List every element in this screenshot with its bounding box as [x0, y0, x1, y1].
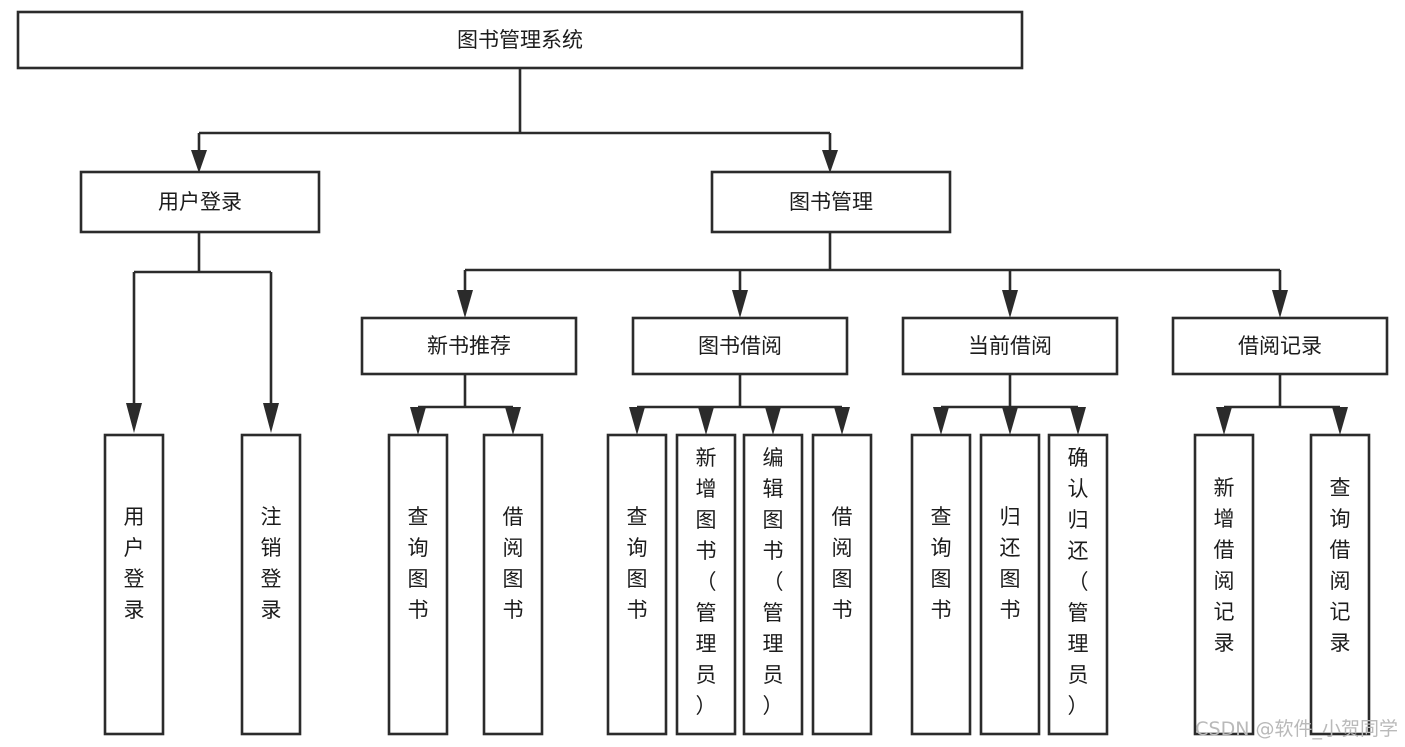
- node-user-login[interactable]: 用户登录: [79, 170, 321, 234]
- node-new-book-recommend[interactable]: 新书推荐: [360, 316, 578, 376]
- node-book-borrow-box[interactable]: [631, 316, 849, 376]
- leaf-add-record[interactable]: 新增借阅记录: [1193, 433, 1255, 736]
- leaf-add-record-box[interactable]: [1193, 433, 1255, 736]
- arrowhead-leaf-query-book-1: [410, 407, 426, 435]
- leaf-confirm-return-label: 确认归还（管理员）: [1068, 446, 1089, 718]
- node-book-manage-label: 图书管理: [789, 190, 873, 214]
- node-user-login-label: 用户登录: [158, 190, 242, 214]
- arrowhead-leaf-confirm-return: [1070, 407, 1086, 435]
- leaf-user-login-label: 用户登录: [124, 505, 145, 622]
- leaf-query-book-2[interactable]: 查询图书: [606, 433, 668, 736]
- connector-layer: [126, 68, 1348, 435]
- arrowhead-leaf-query-book-2: [629, 407, 645, 435]
- node-borrow-record-label: 借阅记录: [1238, 334, 1322, 358]
- node-root[interactable]: 图书管理系统: [16, 10, 1024, 70]
- node-book-borrow-label: 图书借阅: [698, 334, 782, 358]
- arrowhead-leaf-return-book: [1002, 407, 1018, 435]
- leaf-query-book-1-label: 查询图书: [408, 505, 429, 622]
- leaf-user-logout-label: 注销登录: [261, 505, 282, 622]
- leaf-edit-book-box[interactable]: [742, 433, 804, 736]
- node-user-login-box[interactable]: [79, 170, 321, 234]
- node-root-box[interactable]: [16, 10, 1024, 70]
- node-current-borrow-box[interactable]: [901, 316, 1119, 376]
- leaf-query-record[interactable]: 查询借阅记录: [1309, 433, 1371, 736]
- arrowhead-book-manage: [822, 150, 838, 173]
- arrowhead-current-borrow: [1002, 290, 1018, 318]
- leaf-borrow-book-2-box[interactable]: [811, 433, 873, 736]
- arrowhead-leaf-borrow-book-2: [834, 407, 850, 435]
- node-borrow-record[interactable]: 借阅记录: [1171, 316, 1389, 376]
- node-current-borrow-label: 当前借阅: [968, 334, 1052, 358]
- arrowhead-leaf-add-book: [698, 407, 714, 435]
- arrowhead-leaf-query-record: [1332, 407, 1348, 435]
- leaf-confirm-return[interactable]: 确认归还（管理员）: [1047, 433, 1109, 736]
- leaf-user-logout-box[interactable]: [240, 433, 302, 736]
- leaf-query-record-box[interactable]: [1309, 433, 1371, 736]
- leaf-borrow-book-1[interactable]: 借阅图书: [482, 433, 544, 736]
- arrowhead-borrow-record: [1272, 290, 1288, 318]
- leaf-edit-book[interactable]: 编辑图书（管理员）: [742, 433, 804, 736]
- csdn-watermark: CSDN @软件_小贺同学: [1195, 718, 1398, 740]
- leaf-add-book-box[interactable]: [675, 433, 737, 736]
- leaf-add-book[interactable]: 新增图书（管理员）: [675, 433, 737, 736]
- node-root-label: 图书管理系统: [457, 28, 583, 52]
- leaf-borrow-book-2-label: 借阅图书: [832, 505, 853, 622]
- arrowhead-new-book-recommend: [457, 290, 473, 318]
- node-borrow-record-box[interactable]: [1171, 316, 1389, 376]
- node-new-book-recommend-label: 新书推荐: [427, 334, 511, 358]
- arrowhead-leaf-edit-book: [765, 407, 781, 435]
- leaf-query-book-3[interactable]: 查询图书: [910, 433, 972, 736]
- arrowhead-leaf-query-book-3: [933, 407, 949, 435]
- leaf-borrow-book-1-label: 借阅图书: [503, 505, 524, 622]
- leaf-query-book-3-box[interactable]: [910, 433, 972, 736]
- leaf-query-book-1-box[interactable]: [387, 433, 449, 736]
- node-book-manage-box[interactable]: [710, 170, 952, 234]
- leaf-return-book-label: 归还图书: [1000, 505, 1021, 622]
- leaf-return-book[interactable]: 归还图书: [979, 433, 1041, 736]
- arrowhead-leaf-add-record: [1216, 407, 1232, 435]
- leaf-query-record-label: 查询借阅记录: [1330, 476, 1351, 655]
- leaf-return-book-box[interactable]: [979, 433, 1041, 736]
- arrowhead-user-login: [191, 150, 207, 173]
- leaf-query-book-2-label: 查询图书: [627, 505, 648, 622]
- arrowhead-leaf-borrow-book-1: [505, 407, 521, 435]
- leaf-borrow-book-2[interactable]: 借阅图书: [811, 433, 873, 736]
- arrowhead-leaf-user-login: [126, 403, 142, 433]
- node-book-borrow[interactable]: 图书借阅: [631, 316, 849, 376]
- node-book-manage[interactable]: 图书管理: [710, 170, 952, 234]
- leaf-add-record-label: 新增借阅记录: [1214, 476, 1235, 655]
- arrowhead-book-borrow: [732, 290, 748, 318]
- leaf-query-book-2-box[interactable]: [606, 433, 668, 736]
- leaf-query-book-3-label: 查询图书: [931, 505, 952, 622]
- node-new-book-recommend-box[interactable]: [360, 316, 578, 376]
- leaf-add-book-label: 新增图书（管理员）: [696, 446, 717, 718]
- leaf-borrow-book-1-box[interactable]: [482, 433, 544, 736]
- node-current-borrow[interactable]: 当前借阅: [901, 316, 1119, 376]
- arrowhead-leaf-user-logout: [263, 403, 279, 433]
- leaf-user-login[interactable]: 用户登录: [103, 433, 165, 736]
- leaf-user-login-box[interactable]: [103, 433, 165, 736]
- leaf-query-book-1[interactable]: 查询图书: [387, 433, 449, 736]
- leaf-edit-book-label: 编辑图书（管理员）: [763, 446, 784, 718]
- leaf-user-logout[interactable]: 注销登录: [240, 433, 302, 736]
- leaf-confirm-return-box[interactable]: [1047, 433, 1109, 736]
